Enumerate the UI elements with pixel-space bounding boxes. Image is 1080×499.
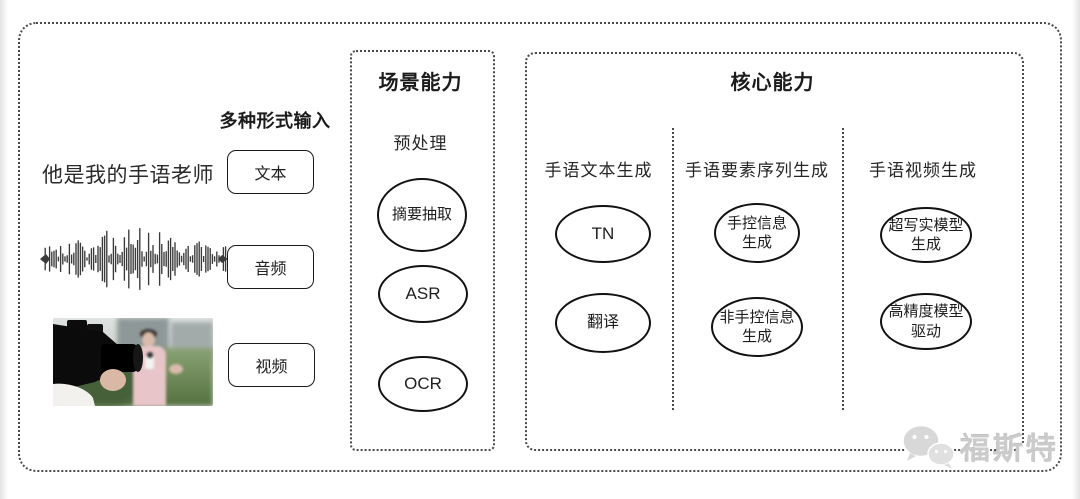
watermark: 福斯特 <box>900 422 1059 470</box>
thumbnail-reporter <box>53 318 213 406</box>
wechat-logo-icon <box>902 424 955 469</box>
column-header-text-generation: 手语文本生成 <box>544 161 653 180</box>
node-nonmanual-info-generation: 非手控信息 生成 <box>711 297 803 357</box>
node-manual-info-generation: 手控信息 生成 <box>714 203 800 263</box>
watermark-brand-text: 福斯特 <box>960 433 1059 466</box>
column-header-element-sequence-generation: 手语要素序列生成 <box>685 161 829 180</box>
column-divider <box>842 128 844 410</box>
node-asr: ASR <box>378 265 468 323</box>
node-hyperreal-model-generation: 超写实模型 生成 <box>880 207 972 263</box>
node-translation: 翻译 <box>555 293 651 353</box>
audio-waveform <box>40 228 228 290</box>
input-section-header: 多种形式输入 <box>219 111 331 131</box>
outer-dotted-border <box>18 22 1062 472</box>
input-type-audio-label: 音频 <box>254 261 287 278</box>
video-thumbnail <box>53 318 213 406</box>
node-ocr: OCR <box>378 356 468 412</box>
node-high-precision-model-drive: 高精度模型 驱动 <box>880 293 972 350</box>
camera-silhouette <box>53 320 143 406</box>
core-panel-title: 核心能力 <box>730 72 815 94</box>
page-edge-shade-right <box>1072 0 1080 499</box>
scene-capability-panel <box>350 50 495 451</box>
input-type-text-label: 文本 <box>254 166 287 183</box>
node-summary-extraction: 摘要抽取 <box>377 178 467 252</box>
core-capability-panel <box>525 52 1024 451</box>
scene-panel-title: 场景能力 <box>378 72 463 94</box>
sample-sentence-text: 他是我的手语老师 <box>42 164 214 187</box>
column-header-video-generation: 手语视频生成 <box>869 161 977 180</box>
node-tn: TN <box>555 205 651 263</box>
input-type-video-box: 视频 <box>228 343 315 387</box>
input-type-video-label: 视频 <box>255 359 288 376</box>
preprocess-label: 预处理 <box>393 134 448 153</box>
input-type-text-box: 文本 <box>227 150 314 194</box>
page-edge-shade-left <box>0 0 8 499</box>
input-type-audio-box: 音频 <box>227 245 314 289</box>
column-divider <box>672 128 674 410</box>
